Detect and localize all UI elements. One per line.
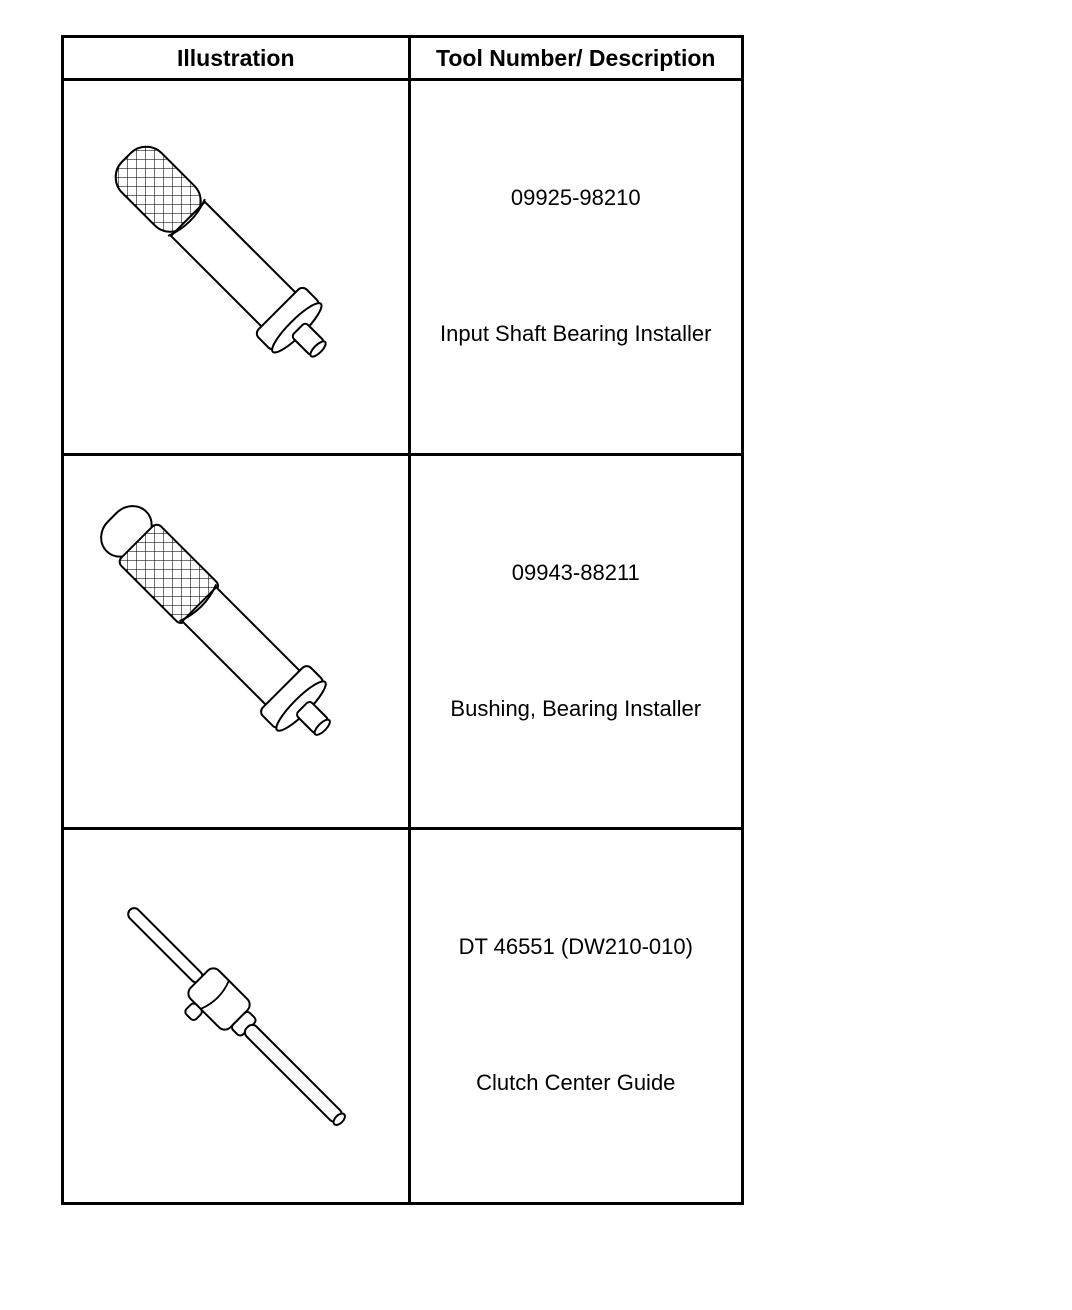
tool-number: 09925-98210: [510, 185, 641, 210]
illustration-cell: [61, 827, 411, 1205]
tool-description: Clutch Center Guide: [476, 1070, 676, 1096]
tool-description: Input Shaft Bearing Installer: [440, 321, 712, 346]
header-tool-number-description: Tool Number/ Description: [407, 35, 745, 81]
tool-description-cell: DT 46551 (DW210-010) Clutch Center Guide: [407, 827, 745, 1205]
table-row: DT 46551 (DW210-010) Clutch Center Guide: [61, 827, 745, 1205]
tool-number: 09943-88211: [511, 559, 640, 585]
tool-description-cell: 09943-88211 Bushing, Bearing Installer: [407, 452, 745, 831]
clutch-center-guide-illustration: [127, 907, 346, 1127]
illustration-cell: [61, 452, 411, 831]
bushing-bearing-installer-illustration: [100, 505, 331, 737]
header-illustration: Illustration: [61, 35, 411, 81]
bearing-installer-illustration: [114, 145, 327, 358]
illustration-cell: [61, 78, 411, 456]
tool-description-cell: 09925-98210 Input Shaft Bearing Installe…: [407, 78, 745, 456]
special-tools-table: Illustration Tool Number/ Description: [61, 35, 745, 1205]
tool-number: DT 46551 (DW210-010): [458, 934, 693, 960]
table-row: 09925-98210 Input Shaft Bearing Installe…: [61, 78, 745, 456]
table-header-row: Illustration Tool Number/ Description: [61, 35, 745, 81]
tool-description: Bushing, Bearing Installer: [450, 695, 702, 721]
table-row: 09943-88211 Bushing, Bearing Installer: [61, 452, 745, 831]
